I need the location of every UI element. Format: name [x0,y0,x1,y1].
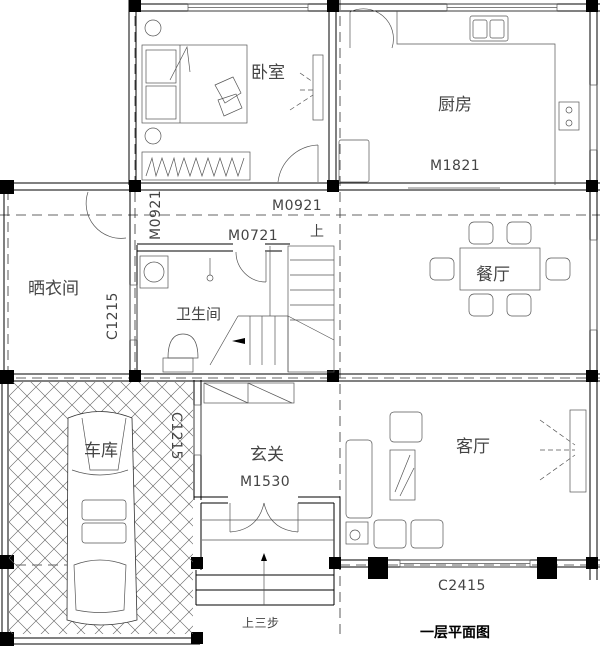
stair-up-label: 上 [310,224,325,240]
room-label-dining: 餐厅 [476,265,510,285]
room-label-bedroom: 卧室 [251,63,285,83]
room-label-bathroom: 卫生间 [176,305,222,323]
steps-up-label: 上三步 [242,616,280,630]
window-code-drying-room: C1215 [105,292,121,340]
foyer-fixtures [202,382,334,605]
room-label-kitchen: 厨房 [438,95,472,115]
door-code-bedroom: M0921 [272,198,323,214]
window-code-living: C2415 [438,578,486,594]
room-label-living: 客厅 [456,437,490,457]
room-label-garage: 车库 [84,441,118,461]
drawing-title: 一层平面图 [420,625,490,641]
dining-furniture [429,221,571,317]
garage-floor [9,382,193,634]
staircase [209,245,335,373]
living-furniture [345,409,587,549]
window-code-garage: C1215 [168,412,184,460]
door-code-entry: M1530 [240,474,291,490]
door-code-drying-room: M0921 [148,189,164,240]
door-code-bathroom: M0721 [228,228,279,244]
bathroom-fixtures [85,191,267,373]
windows [129,3,598,568]
door-code-kitchen: M1821 [430,158,481,174]
kitchen-furniture [338,8,580,189]
bedroom-furniture [141,19,324,183]
room-label-foyer: 玄关 [250,445,284,465]
room-label-drying-room: 晒衣间 [28,279,79,299]
